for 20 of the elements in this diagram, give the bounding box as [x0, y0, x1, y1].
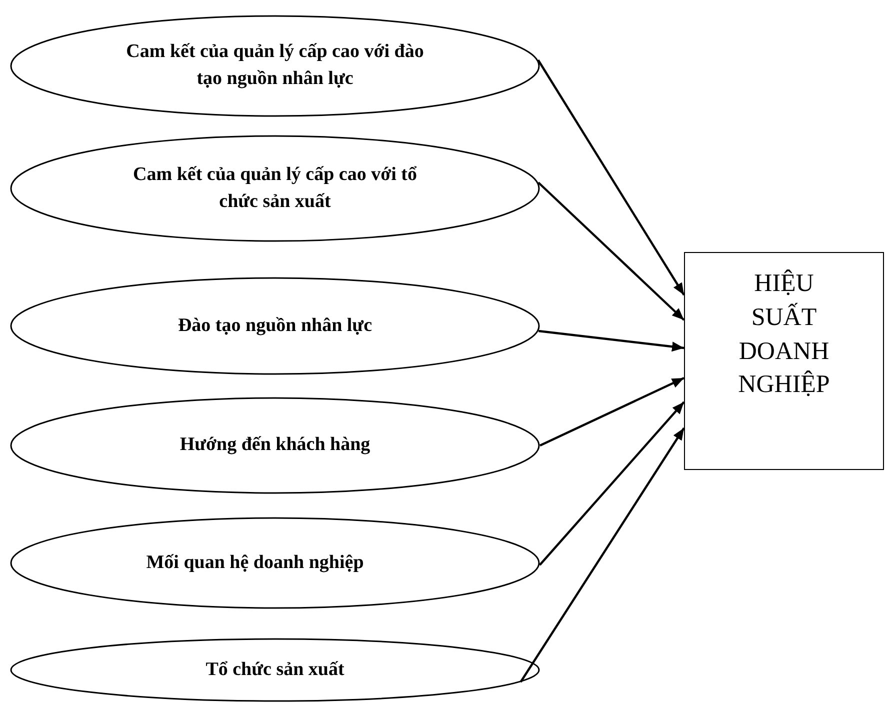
arrow	[520, 427, 685, 683]
factor-label: Hướng đến khách hàng	[178, 433, 372, 458]
factor-label: Đào tạo nguồn nhân lực	[176, 314, 374, 338]
factor-ellipse	[10, 277, 540, 375]
factor-label: Tổ chức sản xuất	[204, 658, 346, 682]
factor-ellipse	[10, 638, 540, 702]
factor-ellipse	[10, 517, 540, 609]
factor-label: Cam kết của quản lý cấp cao với tổ chức sản xuất	[132, 162, 418, 214]
factor-label: Cam kết của quản lý cấp cao với đào tạo nguồn nhân lực	[125, 40, 425, 91]
arrow	[538, 182, 685, 321]
outcome-label: HIỆU SUẤT DOANH NGHIỆP	[737, 268, 831, 400]
factor-ellipse	[10, 15, 540, 117]
arrow	[540, 377, 684, 446]
arrow	[538, 330, 684, 352]
outcome-box	[684, 252, 884, 470]
arrow	[538, 401, 685, 566]
factor-ellipse	[10, 397, 540, 494]
factor-label: Mối quan hệ doanh nghiệp	[145, 550, 365, 575]
arrow	[537, 59, 685, 296]
factor-ellipse	[10, 135, 540, 242]
